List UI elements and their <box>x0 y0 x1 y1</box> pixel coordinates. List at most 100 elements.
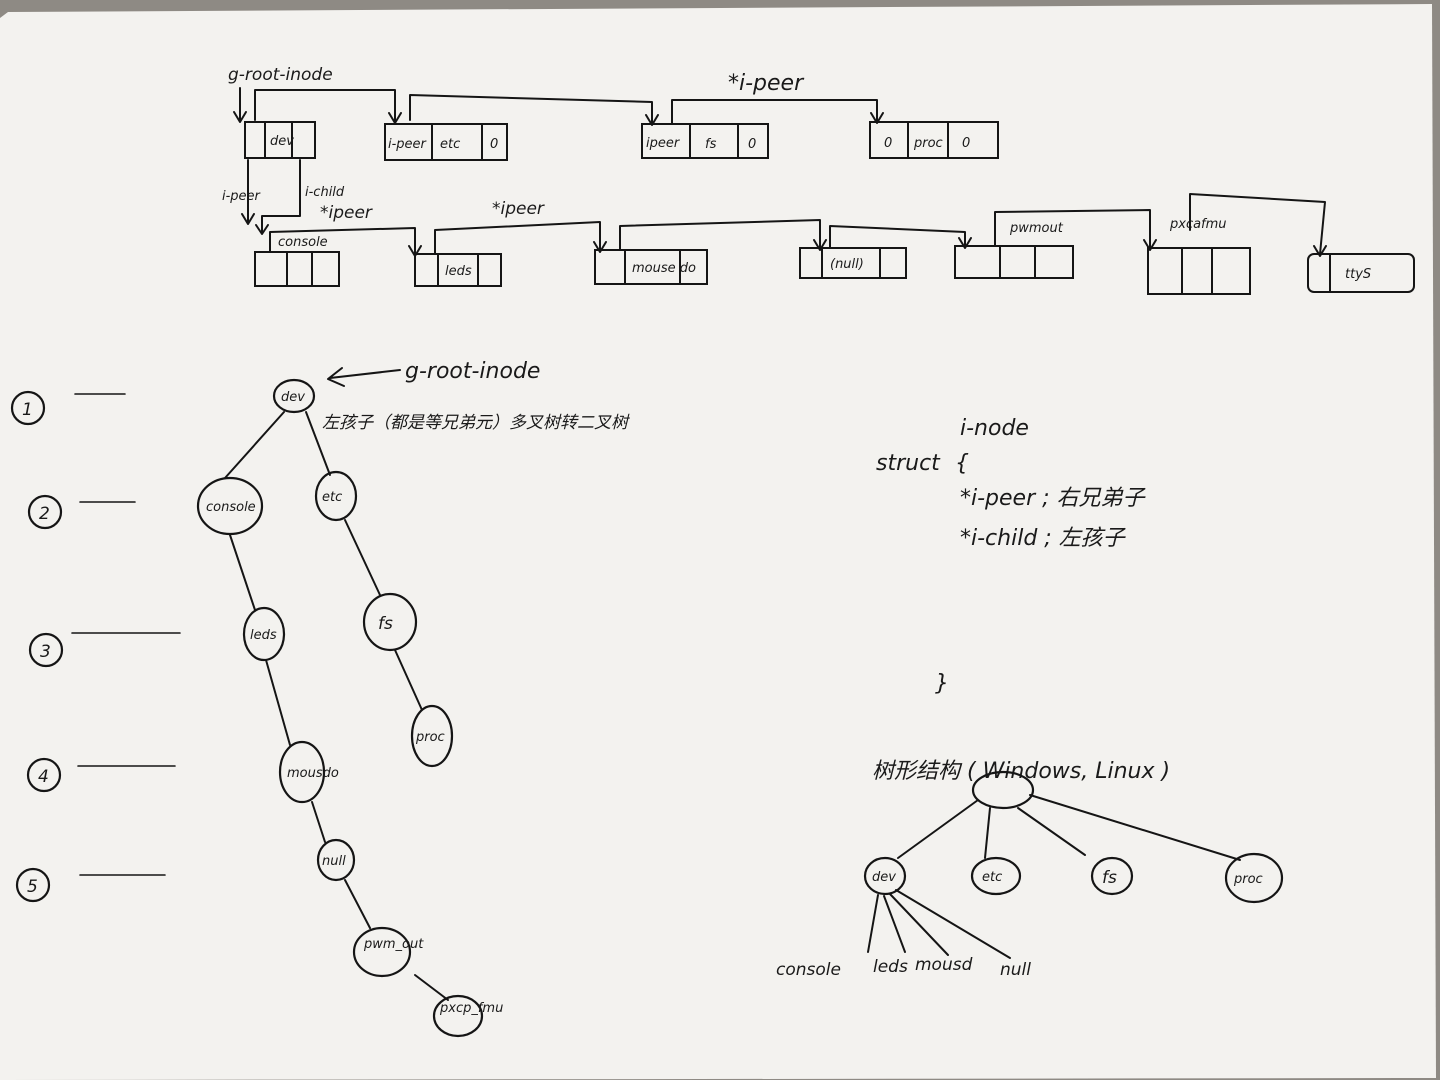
row2-node-mousedo: mouse do <box>594 249 708 285</box>
svg-text:etc: etc <box>322 490 342 505</box>
svg-text:5: 5 <box>27 877 38 897</box>
top-linked-structure: g-root-inode dev i-peer etc 0 ipeer fs 0 <box>222 65 1415 295</box>
arrow-pxca-to-ttys <box>1189 193 1327 257</box>
svg-text:ttyS: ttyS <box>1345 267 1371 282</box>
svg-text:fs: fs <box>705 137 717 152</box>
fs-leaf-leds: leds <box>873 957 908 977</box>
fs-root-node <box>971 770 1035 810</box>
svg-text:fs: fs <box>378 614 393 634</box>
fs-leaf-mousd: mousd <box>915 955 973 975</box>
fs-node-dev: dev <box>863 856 907 896</box>
svg-text:0: 0 <box>962 136 970 151</box>
tree-root-label: g-root-inode <box>405 359 540 384</box>
tree-node-leds: leds <box>242 606 286 662</box>
struct-brace-open: { <box>955 451 969 476</box>
dev-child-side-label: i-child <box>305 185 345 200</box>
svg-text:pwmout: pwmout <box>1009 221 1064 236</box>
svg-text:dev: dev <box>270 134 294 149</box>
tree-node-proc: proc <box>410 704 454 768</box>
fs-node-proc: proc <box>1224 852 1284 904</box>
svg-text:proc: proc <box>415 730 445 745</box>
paper-sheet <box>0 4 1436 1080</box>
dev-peer-side-label: i-peer <box>222 189 262 204</box>
svg-text:0: 0 <box>884 136 892 151</box>
row2-peer-label-1: *ipeer <box>320 203 373 223</box>
row2-node-null: (null) <box>799 247 907 279</box>
arrow-fs-to-proc <box>671 99 884 125</box>
tree-node-pxcafmu: pxcp_fmu <box>432 994 503 1038</box>
fs-tree-edges <box>867 794 1241 959</box>
svg-text:i-peer: i-peer <box>388 137 428 152</box>
tree-node-dev: dev <box>272 378 316 414</box>
row2-node-pxcafmu: pxcafmu <box>1147 217 1251 295</box>
svg-text:0: 0 <box>748 137 756 152</box>
fs-leaf-null: null <box>1000 960 1031 980</box>
svg-text:console: console <box>278 235 328 250</box>
struct-brace-close: } <box>935 671 949 696</box>
binary-tree: 1 2 3 4 5 <box>10 359 630 1038</box>
peer-label-top: *i-peer <box>728 71 805 96</box>
row1-node-proc: 0 proc 0 <box>869 121 999 159</box>
filesystem-tree: 树形结构 ( Windows, Linux ) dev etc fs proc <box>776 759 1284 980</box>
svg-text:null: null <box>322 854 346 869</box>
row2-node-leds: leds <box>414 253 502 287</box>
struct-field-child: *i-child ; 左孩子 <box>960 526 1127 551</box>
svg-text:etc: etc <box>982 870 1002 885</box>
svg-text:pxcafmu: pxcafmu <box>1169 217 1227 232</box>
row2-peer-label-2: *ipeer <box>492 199 545 219</box>
arrow-null-to-pwm <box>829 225 972 249</box>
svg-text:console: console <box>206 500 256 515</box>
svg-text:dev: dev <box>872 870 896 885</box>
svg-text:mouse do: mouse do <box>632 261 696 276</box>
svg-text:proc: proc <box>913 136 943 151</box>
arrow-pwm-to-pxca <box>994 209 1157 251</box>
arrow-leds-to-mouse <box>434 221 607 255</box>
svg-text:(null): (null) <box>830 257 864 272</box>
svg-text:dev: dev <box>281 390 305 405</box>
svg-text:proc: proc <box>1233 872 1263 887</box>
arrow-dev-down-left <box>241 159 255 225</box>
fs-tree-label: 树形结构 ( Windows, Linux ) <box>872 759 1170 784</box>
fs-leaf-console: console <box>776 960 841 980</box>
svg-text:mousdo: mousdo <box>287 766 339 781</box>
svg-text:4: 4 <box>38 767 49 787</box>
struct-title: i-node <box>960 416 1029 441</box>
svg-text:etc: etc <box>440 137 460 152</box>
fs-node-etc: etc <box>970 856 1022 896</box>
arrow-dev-to-etc <box>254 89 402 124</box>
fs-node-fs: fs <box>1090 856 1134 896</box>
arrow-console-to-leds <box>269 227 422 257</box>
tree-node-console: console <box>196 476 264 536</box>
svg-text:0: 0 <box>490 137 498 152</box>
tree-edges <box>224 411 449 1001</box>
svg-text:pxcp_fmu: pxcp_fmu <box>439 1001 503 1016</box>
tree-node-etc: etc <box>314 470 358 522</box>
arrow-mouse-to-null <box>619 219 827 251</box>
row2-node-pwmout: pwmout <box>954 221 1074 279</box>
svg-text:leds: leds <box>445 264 472 279</box>
struct-keyword: struct <box>876 451 941 476</box>
tree-node-pwmout: pwm_out <box>352 926 424 978</box>
tree-node-mousedo: mousdo <box>278 740 339 804</box>
struct-definition: i-node struct { *i-peer ; 右兄弟子 *i-child … <box>876 416 1147 696</box>
svg-text:pwm_out: pwm_out <box>363 937 424 952</box>
row1-node-dev: dev <box>244 121 316 159</box>
svg-text:3: 3 <box>40 642 51 662</box>
tree-note: 左孩子（都是等兄弟元）多叉树转二叉树 <box>322 413 630 433</box>
tree-node-fs: fs <box>362 592 418 652</box>
row2-node-ttyS: ttyS <box>1307 253 1415 293</box>
struct-field-peer: *i-peer ; 右兄弟子 <box>960 486 1147 511</box>
svg-text:ipeer: ipeer <box>646 136 681 151</box>
arrow-dev-child <box>255 159 301 235</box>
row1-node-etc: i-peer etc 0 <box>384 123 508 161</box>
svg-text:leds: leds <box>250 628 277 643</box>
row2-node-console: console <box>254 235 340 287</box>
svg-text:2: 2 <box>39 504 50 524</box>
tree-root-arrow <box>327 367 401 387</box>
arrow-etc-to-fs <box>409 94 659 126</box>
row1-node-fs: ipeer fs 0 <box>641 123 769 159</box>
root-arrow <box>233 87 247 123</box>
level-markers: 1 2 3 4 5 <box>10 390 181 903</box>
root-inode-label: g-root-inode <box>228 65 333 85</box>
